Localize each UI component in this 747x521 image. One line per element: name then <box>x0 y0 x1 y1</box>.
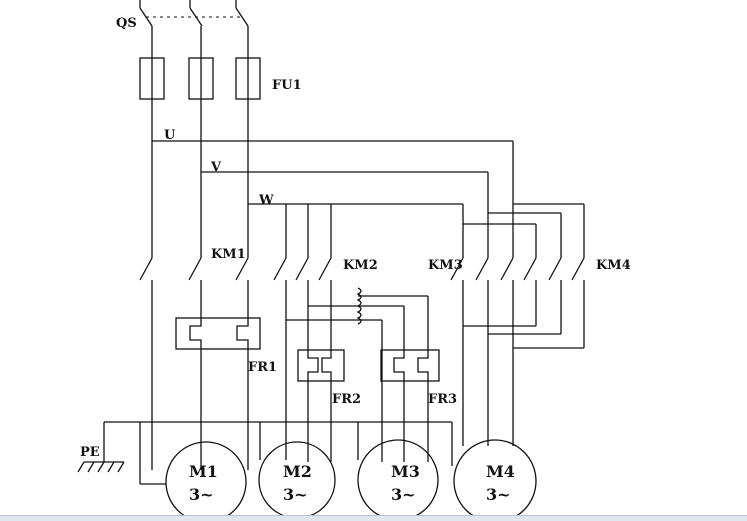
motor-m1: M1 3~ <box>165 441 247 521</box>
label-pe: PE <box>80 445 100 460</box>
contactor-km2 <box>273 257 332 460</box>
motor-m4-name: M4 <box>486 462 515 481</box>
label-fr1: FR1 <box>248 360 277 375</box>
motor-m1-name: M1 <box>189 462 218 481</box>
main-switch-qs <box>139 0 249 58</box>
motor-m4: M4 3~ <box>453 439 537 521</box>
motor-m4-phase: 3~ <box>486 485 511 504</box>
contactor-km1 <box>139 257 249 320</box>
motor-m3-phase: 3~ <box>391 485 416 504</box>
label-km2: KM2 <box>343 258 378 273</box>
label-fr3: FR3 <box>428 392 457 407</box>
label-w: W <box>258 193 274 208</box>
label-u: U <box>164 128 176 143</box>
label-qs: QS <box>116 16 137 31</box>
motor-m3-name: M3 <box>391 462 420 481</box>
contactor-km3 <box>450 257 514 446</box>
thermal-relay-fr1 <box>151 317 261 470</box>
pe-bus <box>77 421 453 485</box>
label-v: V <box>210 160 222 175</box>
km2-coil <box>286 287 429 350</box>
label-fu1: FU1 <box>272 78 302 93</box>
window-bottom-edge <box>0 515 747 521</box>
motor-m3: M3 3~ <box>357 439 439 521</box>
label-fr2: FR2 <box>332 392 361 407</box>
motor-m2-phase: 3~ <box>283 485 308 504</box>
label-km4: KM4 <box>596 258 631 273</box>
contactor-km4 <box>463 257 585 349</box>
label-km3: KM3 <box>428 258 463 273</box>
motor-m1-phase: 3~ <box>189 485 214 504</box>
phase-lines <box>151 99 585 258</box>
motor-m2: M2 3~ <box>258 441 336 519</box>
label-km1: KM1 <box>211 247 246 262</box>
fuse-fu1 <box>139 57 261 100</box>
motor-m2-name: M2 <box>283 462 312 481</box>
